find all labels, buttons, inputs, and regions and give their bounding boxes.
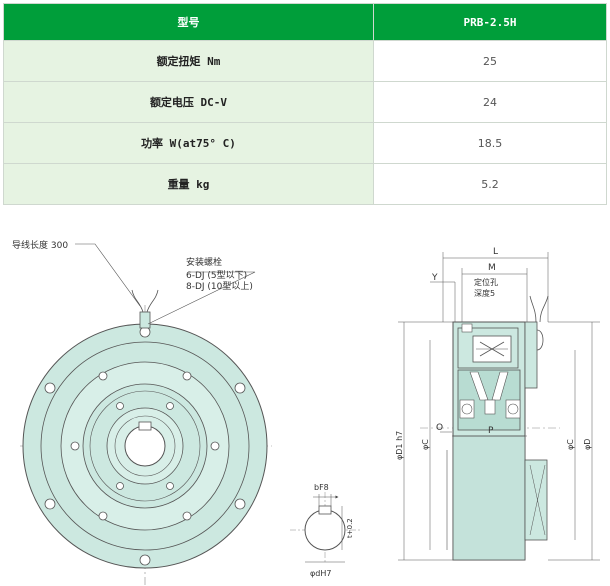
spec-table: 型号 PRB-2.5H 额定扭矩 Nm 25 额定电压 DC-V 24 功率 W… <box>3 3 607 205</box>
keyway-d-text: φdH7 <box>310 569 331 578</box>
row-value: 5.2 <box>373 163 607 205</box>
row-label: 额定电压 DC-V <box>3 81 374 123</box>
dim-M: M <box>488 263 496 273</box>
mount-holes <box>44 326 246 566</box>
row-label: 功率 W(at75° C) <box>3 122 374 164</box>
dim-L: L <box>493 247 498 257</box>
spec-row: 额定电压 DC-V 24 <box>3 81 607 123</box>
dimensions <box>398 252 600 561</box>
mount-bolt-title: 安装螺栓 <box>186 256 222 268</box>
header-label: 型号 <box>3 3 374 41</box>
keyway-b-text: bF8 <box>314 483 329 492</box>
technical-drawing: 导线长度 300 安装螺栓 6-DJ (5型以下) 8-DJ (10型以上) b… <box>12 239 600 586</box>
dim-C-right: φC <box>566 439 575 450</box>
mount-bolt-6: 6-DJ (5型以下) <box>186 270 247 281</box>
front-view <box>20 243 272 586</box>
locate-hole-text: 定位孔 <box>474 277 498 287</box>
mount-bolt-8: 8-DJ (10型以上) <box>186 281 253 292</box>
row-value: 18.5 <box>373 122 607 164</box>
side-view <box>420 295 560 561</box>
row-label: 重量 kg <box>3 163 374 205</box>
keyway-detail <box>290 492 360 563</box>
spec-row: 功率 W(at75° C) 18.5 <box>3 122 607 164</box>
inner-bolts <box>70 371 220 521</box>
dim-Y: Y <box>431 273 438 283</box>
header-model: PRB-2.5H <box>373 3 607 41</box>
row-value: 24 <box>373 81 607 123</box>
spec-header-row: 型号 PRB-2.5H <box>3 3 607 41</box>
lead-length-text: 导线长度 300 <box>12 239 68 251</box>
dim-P: P <box>488 426 494 436</box>
dim-C-left: φC <box>421 439 430 450</box>
keyway-t-text: t+0.2 <box>346 518 354 538</box>
dim-D1: φD1 h7 <box>395 431 404 460</box>
dim-O: O <box>436 423 443 433</box>
locate-depth-text: 深度5 <box>474 288 495 298</box>
spec-row: 额定扭矩 Nm 25 <box>3 40 607 82</box>
dim-D: φD <box>583 439 592 450</box>
row-value: 25 <box>373 40 607 82</box>
spec-row: 重量 kg 5.2 <box>3 163 607 205</box>
row-label: 额定扭矩 Nm <box>3 40 374 82</box>
